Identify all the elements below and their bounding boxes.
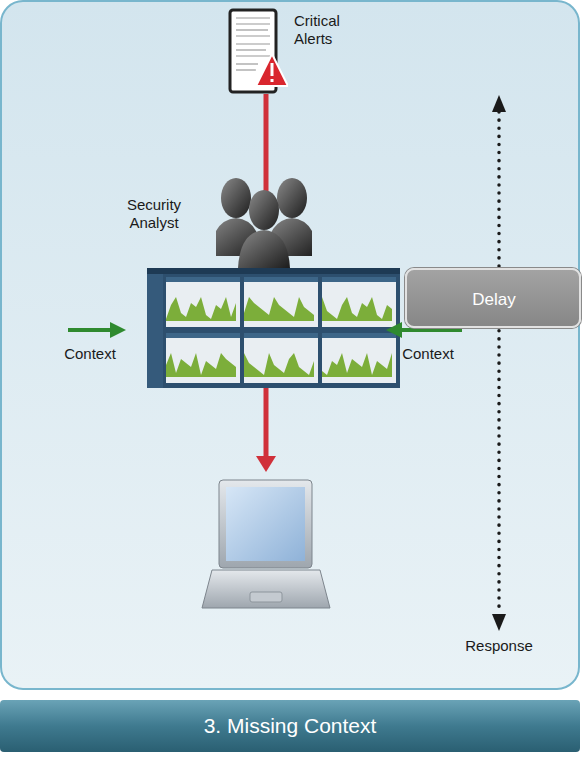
flow-line xyxy=(264,388,269,458)
flow-connector xyxy=(266,94,267,198)
arrow-head xyxy=(492,614,506,631)
panel xyxy=(1,1,579,689)
arrow-head xyxy=(256,456,276,472)
node-label: Security Analyst xyxy=(104,196,204,232)
dotted-line xyxy=(497,112,501,612)
analyst-figure: Security Analyst xyxy=(104,168,314,270)
analyst-icon xyxy=(216,168,312,270)
arrow-head xyxy=(386,322,402,338)
title-band xyxy=(0,700,580,752)
arrow-head xyxy=(110,322,126,338)
response-label: Response xyxy=(449,637,549,655)
title-text: 3. Missing Context xyxy=(0,713,580,739)
context-label: Context xyxy=(40,345,140,363)
document-icon xyxy=(228,8,288,98)
node-label: Critical Alerts xyxy=(294,12,360,48)
context-arrow xyxy=(400,328,462,332)
delay-box: Delay xyxy=(405,268,581,328)
alert-document: Critical Alerts xyxy=(228,8,368,98)
dashboard-screenshot xyxy=(147,268,400,388)
laptop-icon xyxy=(202,480,330,608)
arrow-head xyxy=(492,95,506,112)
context-arrow xyxy=(68,328,112,332)
context-label: Context xyxy=(378,345,478,363)
node-label: Delay xyxy=(407,289,581,311)
